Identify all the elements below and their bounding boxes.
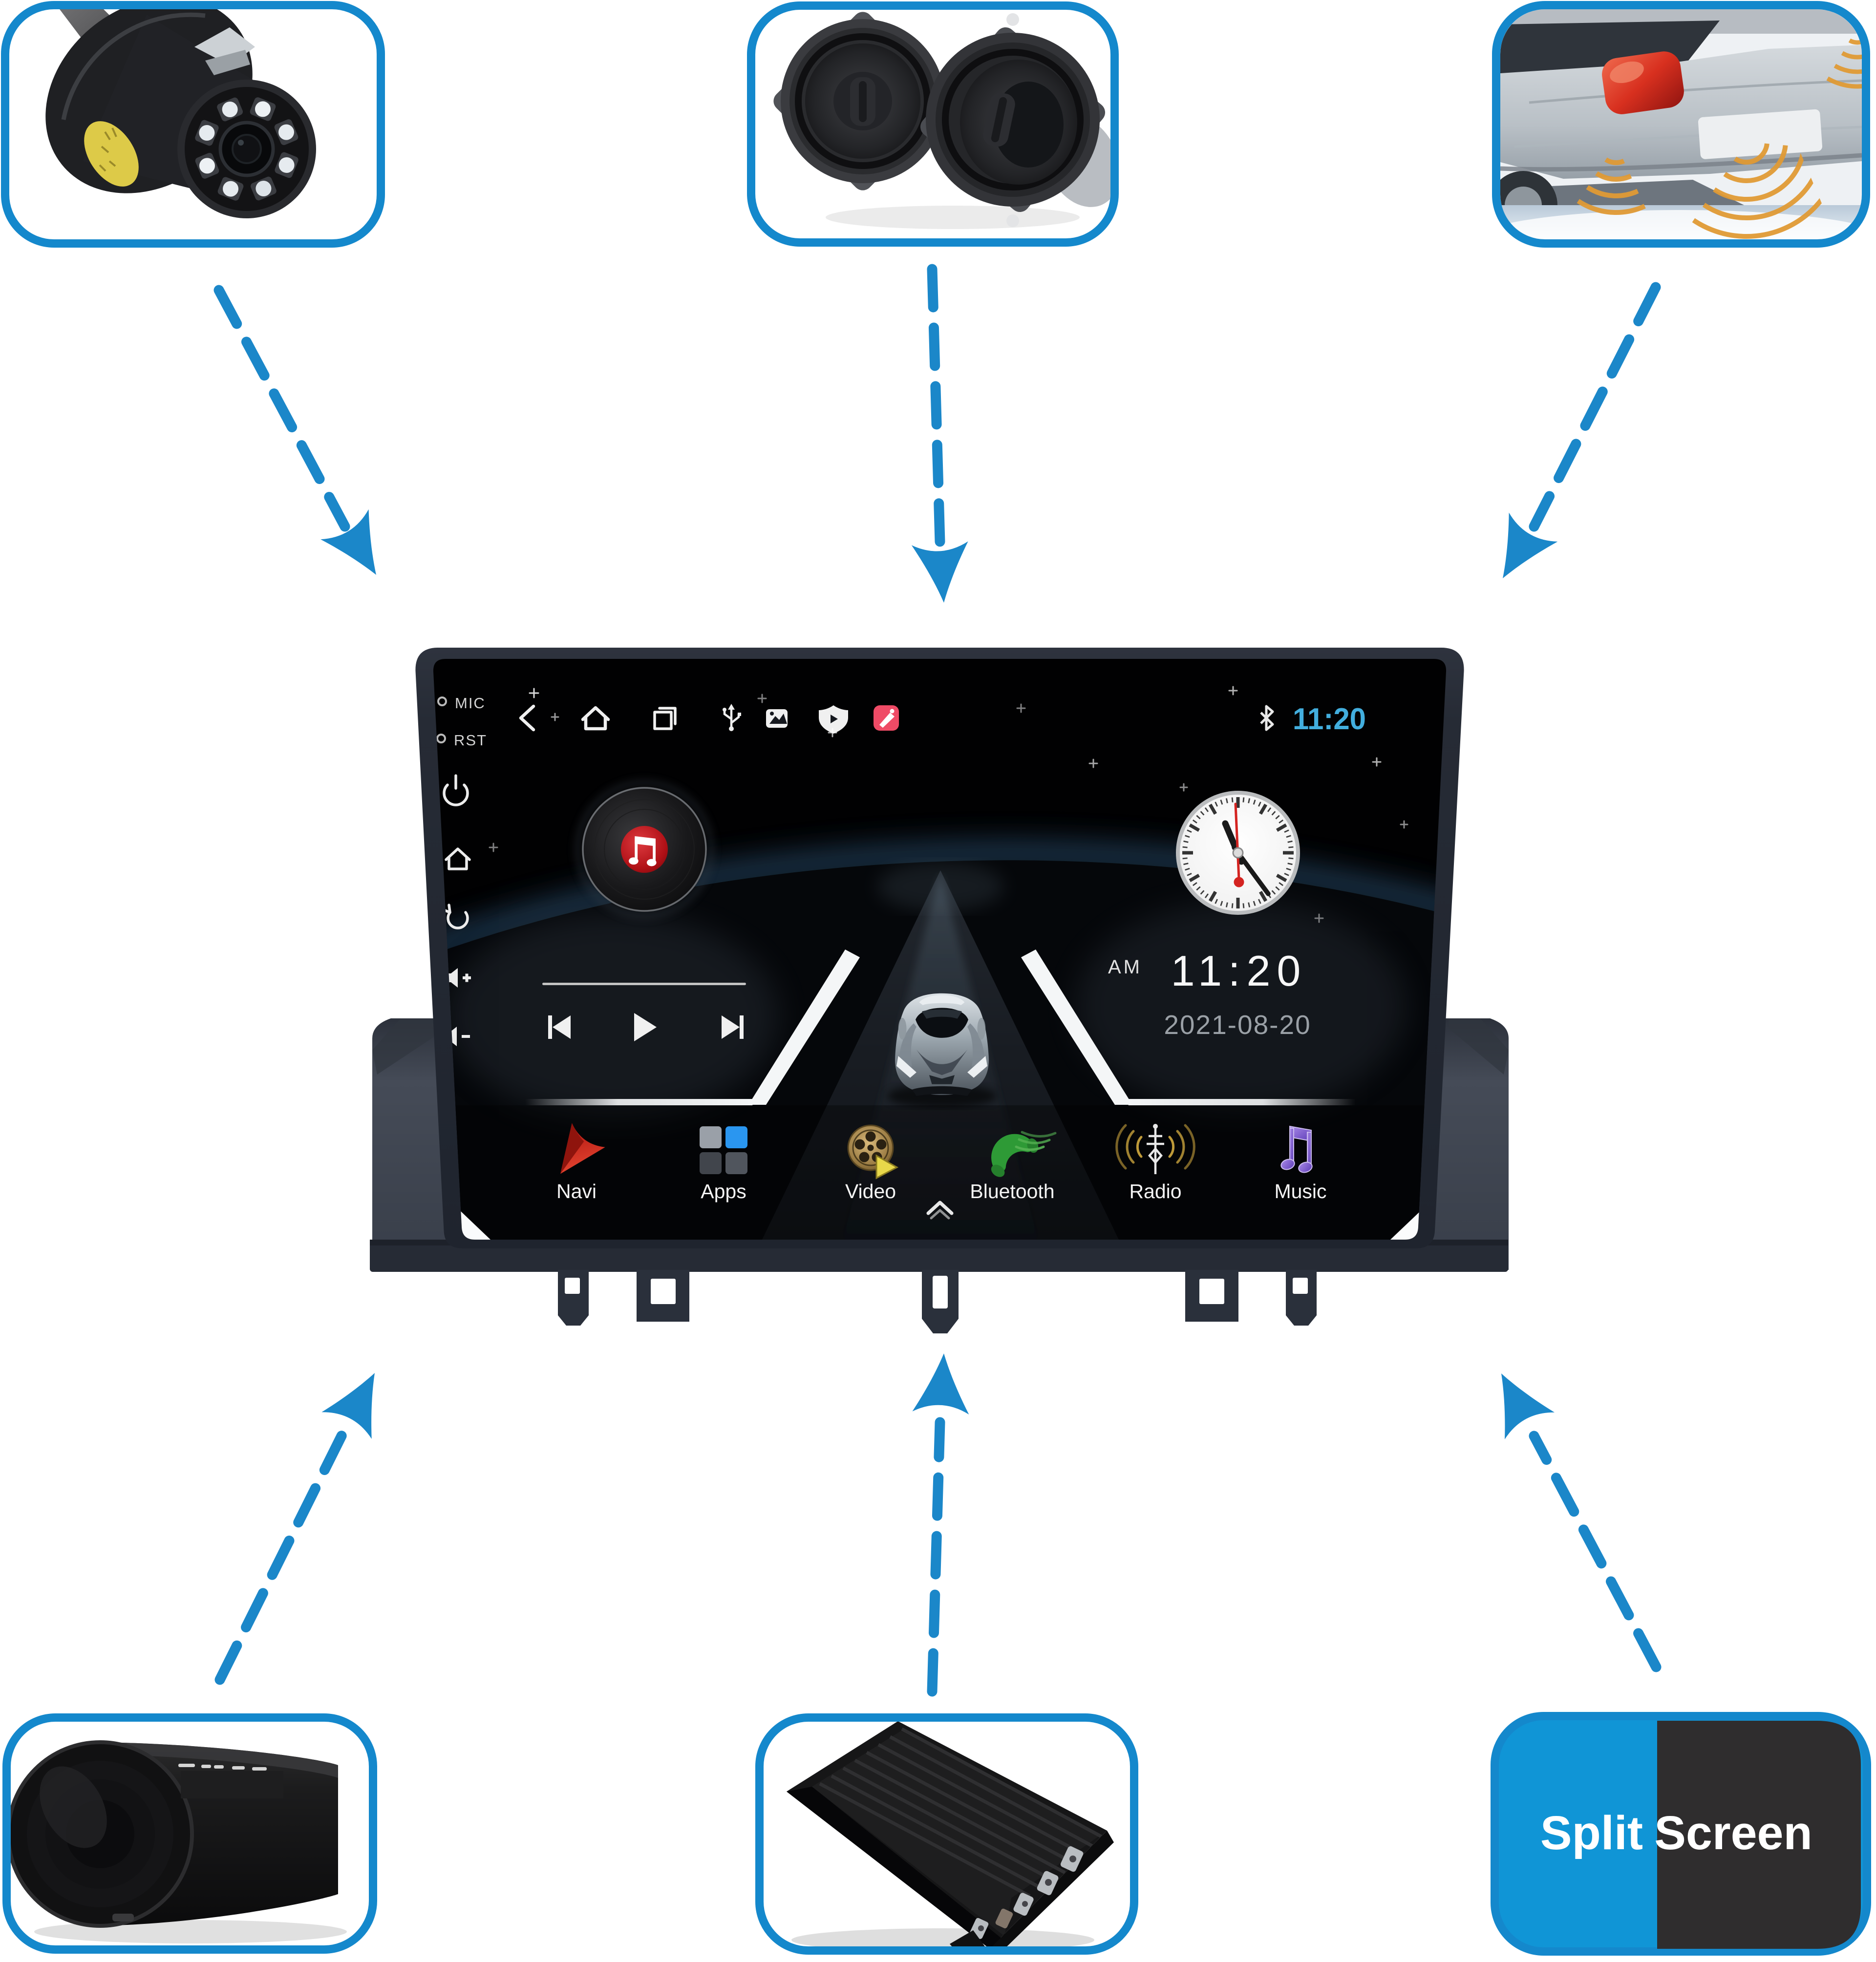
svg-text:RST: RST [454, 732, 487, 749]
svg-text:Radio: Radio [1129, 1180, 1181, 1203]
svg-text:11:20: 11:20 [1171, 947, 1307, 995]
svg-text:Music: Music [1274, 1180, 1326, 1203]
svg-text:Split: Split [1540, 1806, 1643, 1859]
svg-text:Screen: Screen [1654, 1806, 1812, 1859]
svg-text:11:20: 11:20 [1293, 702, 1366, 736]
svg-text:MIC: MIC [455, 695, 486, 712]
svg-text:Bluetooth: Bluetooth [970, 1180, 1054, 1203]
svg-text:AM: AM [1108, 956, 1142, 978]
svg-text:2021-08-20: 2021-08-20 [1164, 1010, 1311, 1040]
svg-text:Apps: Apps [701, 1180, 746, 1203]
svg-text:Video: Video [845, 1180, 896, 1203]
svg-text:Navi: Navi [556, 1180, 597, 1203]
